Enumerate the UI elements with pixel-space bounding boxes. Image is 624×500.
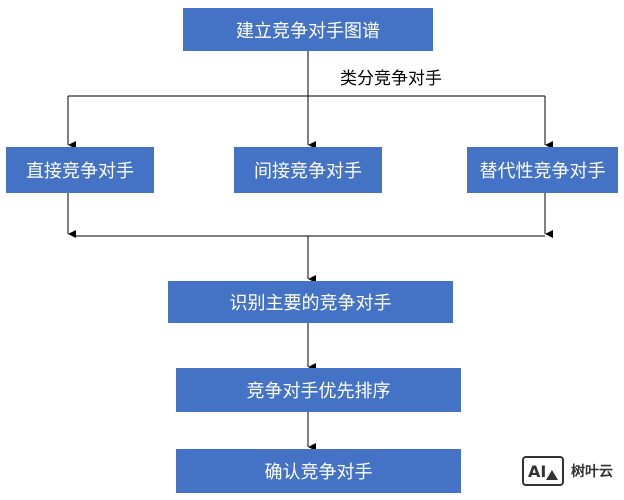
edge-label-classify: 类分竞争对手	[340, 69, 442, 89]
watermark: AI 树叶云	[522, 456, 613, 486]
node-substitute-competitor: 替代性竞争对手	[467, 147, 618, 193]
node-identify-main-competitors: 识别主要的竞争对手	[168, 281, 453, 323]
node-build-competitor-map: 建立竞争对手图谱	[183, 8, 433, 51]
watermark-logo: AI	[522, 456, 564, 486]
node-indirect-competitor: 间接竞争对手	[234, 147, 382, 193]
watermark-logo-icon: AI	[528, 462, 558, 481]
node-confirm-competitors: 确认竞争对手	[176, 449, 461, 493]
node-prioritize-competitors: 竞争对手优先排序	[176, 368, 461, 412]
svg-text:AI: AI	[528, 462, 546, 481]
node-direct-competitor: 直接竞争对手	[6, 147, 154, 193]
watermark-text: 树叶云	[571, 464, 613, 480]
